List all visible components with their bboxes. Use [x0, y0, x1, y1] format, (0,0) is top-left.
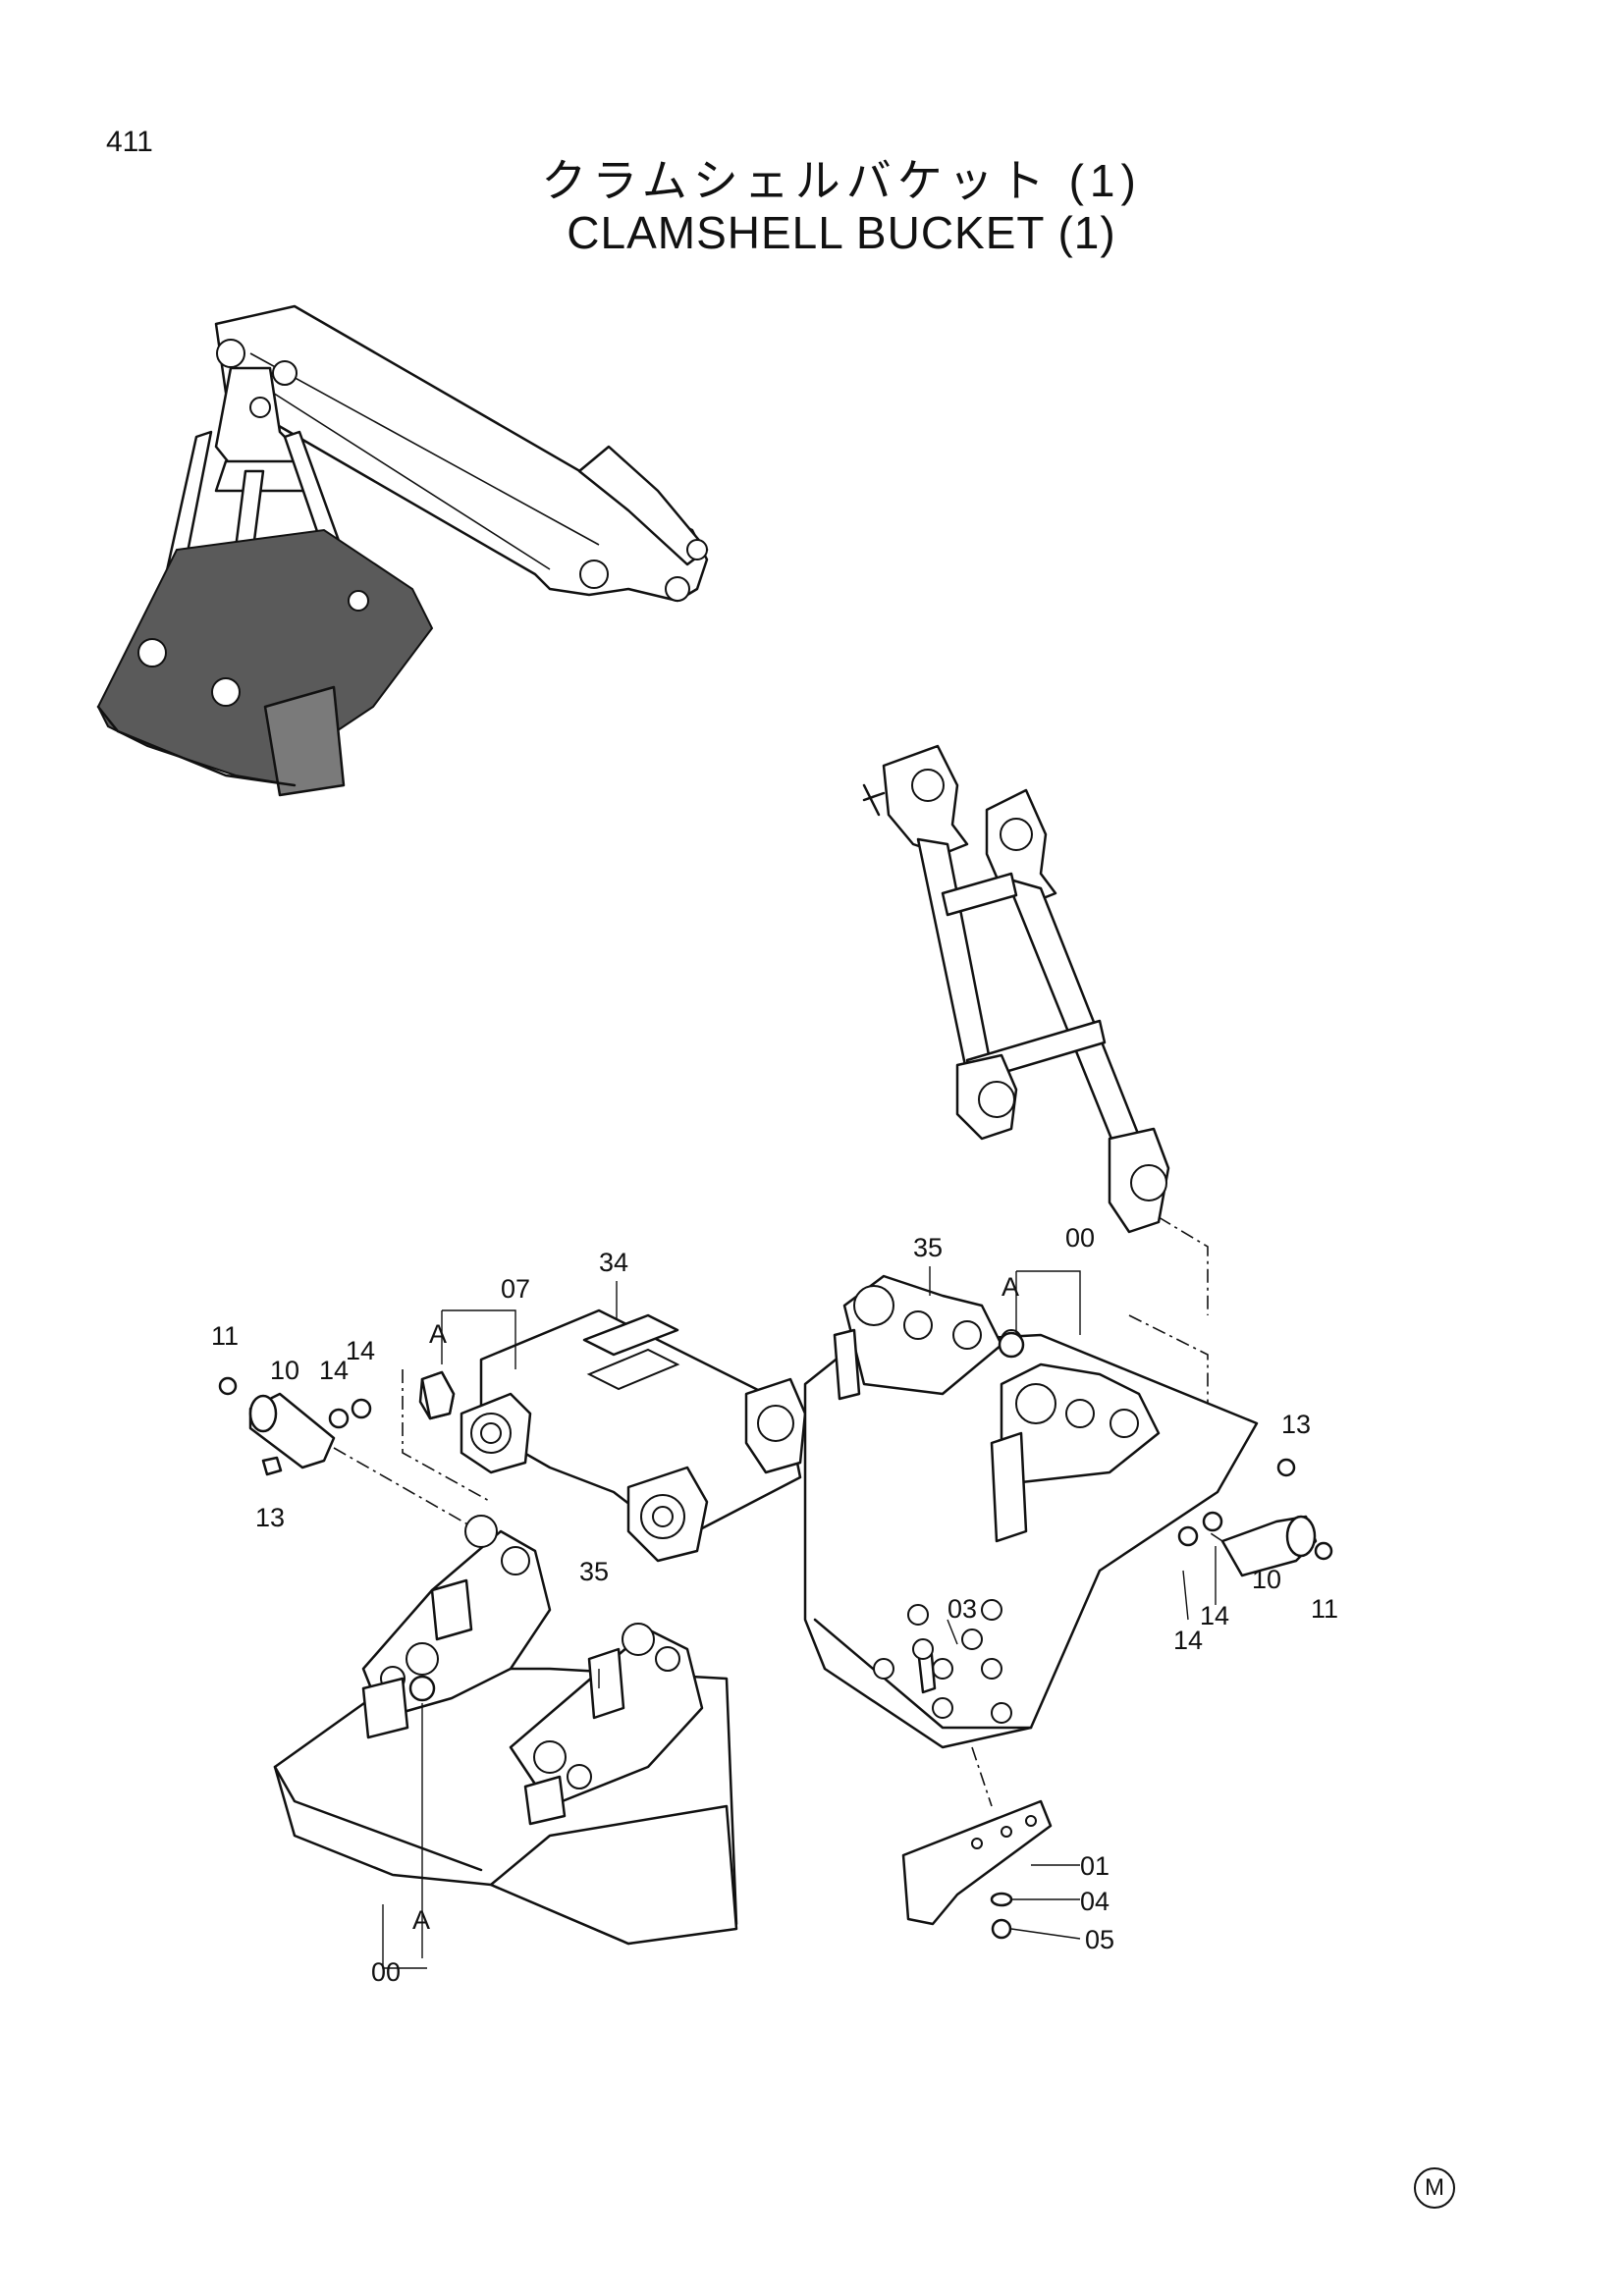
pins-and-hardware: [218, 1331, 1333, 1940]
callout-labels: 34 07 A 11 10 14 14 13 35 00 A 13 10 11 …: [211, 1223, 1338, 1987]
right-shell-assembly: [803, 1274, 1259, 1749]
callout-11-right: 11: [1311, 1594, 1338, 1624]
callout-13-left: 13: [255, 1503, 285, 1532]
hanger-link-assembly: [862, 744, 1170, 1234]
callout-00-left: 00: [371, 1957, 401, 1987]
callout-14-right-b: 14: [1200, 1601, 1229, 1630]
callout-07: 07: [501, 1274, 530, 1304]
callout-00-right: 00: [1065, 1223, 1095, 1253]
manufacturer-mark: M: [1414, 2167, 1455, 2209]
leader-lines: [382, 1266, 1217, 1969]
callout-A-cross-head: A: [429, 1319, 447, 1349]
callout-13-right: 13: [1281, 1410, 1311, 1439]
assembly-centerlines: [333, 1216, 1223, 1807]
callout-A-right-shell: A: [1001, 1272, 1019, 1302]
callout-14-right-a: 14: [1173, 1626, 1203, 1655]
callout-11-left: 11: [211, 1321, 239, 1351]
callout-35-left: 35: [579, 1557, 609, 1586]
callout-A-left-shell: A: [412, 1905, 430, 1935]
callout-10-right: 10: [1252, 1565, 1281, 1594]
callout-14-left-a: 14: [319, 1356, 349, 1385]
callout-03: 03: [947, 1594, 977, 1624]
callout-14-left-b: 14: [346, 1336, 375, 1365]
left-shell-assembly: [273, 1515, 738, 1946]
callout-34: 34: [599, 1248, 628, 1277]
callout-01: 01: [1080, 1851, 1110, 1881]
callout-04: 04: [1080, 1887, 1110, 1916]
callout-05: 05: [1085, 1925, 1114, 1954]
page-number: 411: [106, 126, 153, 158]
page-title-english: CLAMSHELL BUCKET (1): [567, 207, 1116, 258]
overview-illustration: [96, 304, 709, 797]
page-title-japanese: クラムシェルバケット (1): [541, 155, 1142, 206]
callout-10-left: 10: [270, 1356, 299, 1385]
callout-35-top: 35: [913, 1233, 943, 1262]
